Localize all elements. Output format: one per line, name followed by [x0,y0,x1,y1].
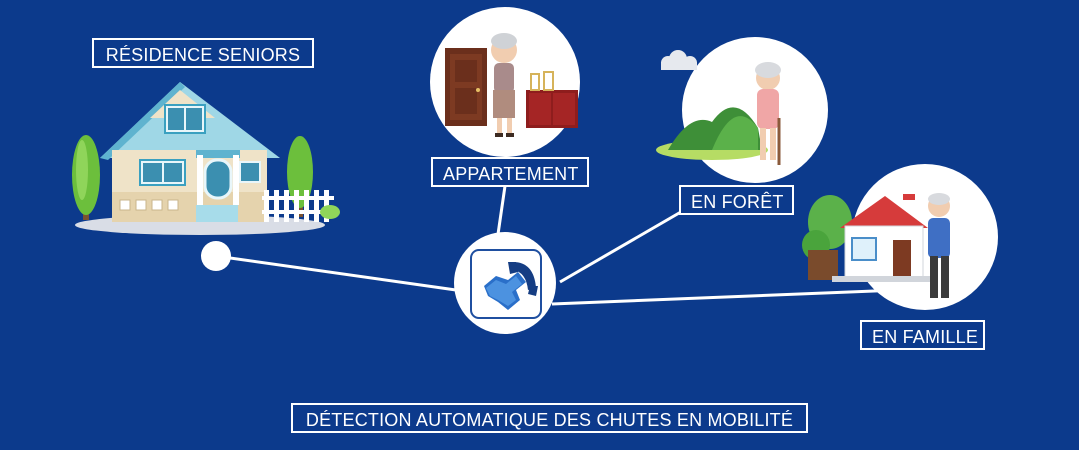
forest-node [656,37,828,183]
label-apartment: APPARTEMENT [431,157,589,187]
label-residence-seniors: RÉSIDENCE SENIORS [92,38,314,68]
caption: DÉTECTION AUTOMATIQUE DES CHUTES EN MOBI… [291,403,808,433]
residence-endpoint-dot [201,241,231,271]
label-forest: EN FORÊT [679,185,794,215]
apartment-node [430,7,580,157]
connector-family [551,288,901,306]
hub-node [454,232,556,334]
family-node [802,164,998,310]
phone-cross-icon [484,262,538,310]
connector-residence [215,254,471,294]
label-family: EN FAMILLE [860,320,985,350]
residence-house-illustration [72,82,340,235]
